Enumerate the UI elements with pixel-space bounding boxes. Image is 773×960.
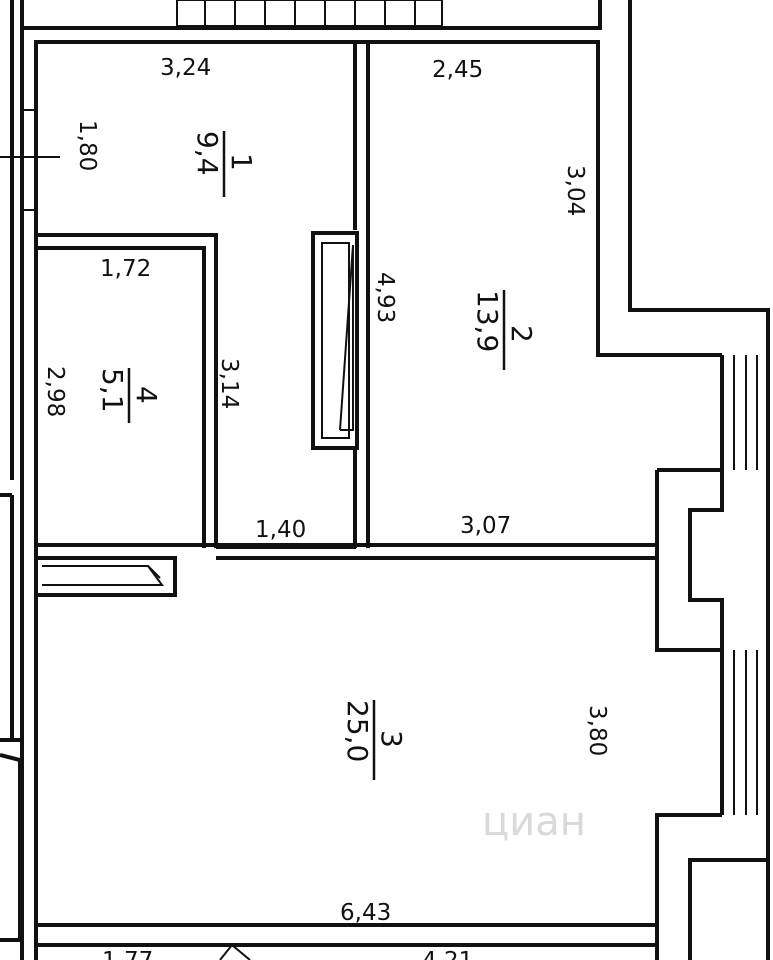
dim-room3-bottom: 6,43 — [340, 900, 391, 926]
dim-room1-height: 1,80 — [74, 120, 100, 171]
room-area: 9,4 — [191, 131, 224, 176]
outer-walls — [20, 0, 770, 960]
dim-corridor-length: 4,93 — [372, 272, 398, 323]
room-2-label: 2 13,9 — [471, 290, 538, 370]
room-number: 3 — [375, 730, 408, 748]
room-1-label: 1 9,4 — [191, 131, 258, 197]
dim-room4-left: 2,98 — [42, 366, 68, 417]
dim-corridor-bottom: 1,40 — [255, 517, 306, 543]
dim-room2-right: 3,04 — [562, 165, 588, 216]
dim-room4-right: 3,14 — [216, 358, 242, 409]
room-number: 4 — [130, 386, 163, 404]
dim-top-right: 2,45 — [432, 57, 483, 83]
wardrobe — [311, 231, 359, 450]
dim-room2-bottom: 3,07 — [460, 513, 511, 539]
room-number: 1 — [225, 153, 258, 171]
bottom-walls — [36, 923, 657, 960]
room-4-label: 4 5,1 — [96, 368, 163, 423]
partition-walls — [36, 42, 657, 560]
watermark-text: циан — [482, 799, 586, 845]
top-railing — [176, 0, 443, 27]
dimensions: 3,24 2,45 1,80 3,04 4,93 1,72 2,98 3,14 … — [42, 55, 610, 960]
dim-bottom-right-partial: 4,21 — [422, 948, 473, 960]
dim-room4-top: 1,72 — [100, 256, 151, 282]
left-wall-details — [0, 0, 60, 942]
room-number: 2 — [505, 325, 538, 343]
room-area: 13,9 — [471, 290, 504, 352]
dim-room3-right: 3,80 — [584, 705, 610, 756]
room-3-label: 3 25,0 — [341, 700, 408, 780]
bath-fixture — [36, 556, 177, 597]
dim-bottom-left-partial: 1,77 — [102, 948, 153, 960]
room-area: 5,1 — [96, 368, 129, 413]
dim-top-left: 3,24 — [160, 55, 211, 81]
room-area: 25,0 — [341, 700, 374, 762]
window-right — [733, 355, 758, 815]
